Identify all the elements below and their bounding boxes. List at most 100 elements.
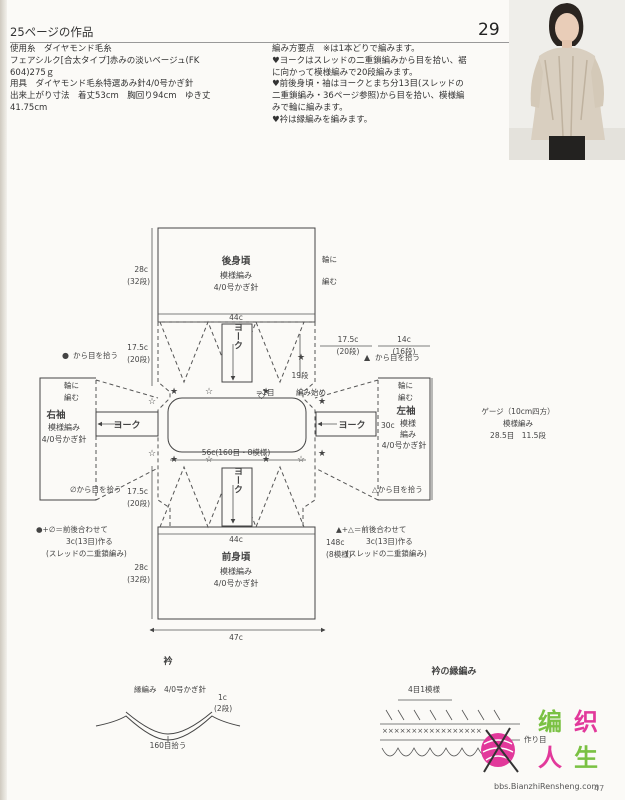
dim-yoke-front: 17.5c: [127, 487, 148, 496]
collar-curve-inner: [125, 711, 213, 735]
materials-line: 使用糸 ダイヤモンド毛糸: [10, 44, 112, 54]
materials-line: フェアシルク[合太タイプ]赤みの淡いベージュ(FK: [10, 55, 200, 66]
instruction-line: 編み方要点 ※は1本どりで編みます。: [272, 44, 420, 54]
join-note-left-3: (スレッドの二重鎖編み): [46, 548, 127, 558]
edging-repeat: 4目1模様: [408, 684, 441, 694]
round-knit-label-back: 輪に: [322, 254, 337, 264]
dim-yoke-front-rows: (20段): [127, 498, 150, 508]
yarn-ball-icon: [481, 727, 519, 773]
dim-neckline: 56c(160目・8模様): [202, 447, 271, 457]
yoke-label-back: ヨーク: [232, 323, 243, 350]
svg-text:☆: ☆: [297, 455, 305, 465]
round-knit-label-right-2: 編む: [64, 392, 79, 402]
materials-line: 用具 ダイヤモンド毛糸特選あみ針4/0号かぎ針: [10, 79, 194, 90]
logo-char-4: 生: [574, 744, 598, 772]
pick-up-black-circle-symbol: ●: [62, 351, 69, 360]
svg-text:★: ★: [318, 449, 326, 459]
right-sleeve-panel: [39, 377, 96, 501]
dim-back-rows: (32段): [127, 276, 150, 286]
instruction-line: みで輪に編みます。: [272, 102, 348, 113]
front-body-pattern: 模様編み: [220, 566, 252, 576]
logo-char-2: 织: [574, 708, 598, 736]
gauge-pattern: 模様編み: [503, 418, 533, 428]
start-point-note: 編み始め: [296, 387, 326, 397]
instruction-line: ♥ヨークはスレッドの二重鎖編みから目を拾い、裾: [272, 55, 467, 66]
svg-text:×××××××××××××××××: ×××××××××××××××××: [382, 727, 482, 735]
back-body-hook: 4/0号かぎ針: [214, 282, 259, 292]
join-note-left: ●+∅＝前後合わせて: [36, 524, 108, 534]
pick-up-slash-circle-note: ∅から目を拾う: [70, 484, 122, 494]
gauge-values: 28.5目 11.5段: [490, 430, 546, 440]
svg-text:★: ★: [170, 455, 178, 465]
svg-text:★: ★: [318, 397, 326, 407]
join-note-right: ▲+△＝前後合わせて: [336, 524, 406, 534]
join-note-right-2: 3c(13目)作る: [366, 536, 413, 546]
left-sleeve-title: 左袖: [395, 405, 416, 417]
logo-char-3: 人: [538, 744, 562, 772]
yoke-label-box-back: [221, 323, 253, 383]
round-knit-label-right: 輪に: [64, 380, 79, 390]
left-sleeve-hook: 4/0号かぎ針: [382, 440, 427, 450]
dim-yoke-back: 17.5c: [127, 343, 148, 352]
round-knit-label-left-2: 編む: [398, 392, 413, 402]
yoke-symbols: ★ ☆ ★ ☆ ★ ☆ ★ ☆ ☆ ☆ ★ ★ ★ ◇: [148, 353, 326, 465]
yoke-label-left: ヨーク: [338, 420, 365, 431]
model-photo-illustration: [509, 0, 625, 160]
dim-sleeve-rows: (16段): [393, 346, 416, 356]
materials-block: 使用糸 ダイヤモンド毛糸 フェアシルク[合太タイプ]赤みの淡いベージュ(FK 6…: [10, 44, 211, 115]
instruction-line: ♥衿は縁編みを編みます。: [272, 114, 373, 125]
round-knit-label-back-2: 編む: [322, 276, 337, 286]
dim-circumference-repeats: (8模様): [326, 549, 352, 559]
svg-text:☆: ☆: [205, 387, 213, 397]
header-rule: [10, 42, 510, 43]
dim-front-width: 44c: [229, 535, 243, 544]
one-stitch-note: =1目: [256, 388, 275, 397]
dim-front-height: 28c: [134, 563, 148, 572]
back-body-title: 後身頃: [222, 255, 251, 267]
dim-sleeve-width: 30c: [381, 421, 395, 430]
neckline-opening: [167, 397, 307, 453]
back-body-pattern: 模様編み: [220, 270, 252, 280]
model-photo: [509, 0, 625, 160]
pick-up-black-triangle-note: から目を拾う: [375, 352, 420, 362]
dim-back-height: 28c: [134, 265, 148, 274]
left-sleeve-pattern: 模様: [400, 418, 416, 428]
svg-text:★: ★: [262, 387, 270, 397]
round-knit-label-left: 輪に: [398, 380, 413, 390]
yoke-label-box-front: [221, 467, 253, 527]
materials-line: 41.75cm: [10, 102, 48, 113]
page-gutter: [0, 0, 7, 800]
collar-height: 1c: [218, 693, 227, 702]
svg-text:◇: ◇: [258, 391, 265, 401]
collar-title: 衿: [163, 655, 172, 667]
svg-text:☆: ☆: [205, 455, 213, 465]
yoke-label-right: ヨーク: [113, 420, 140, 431]
pick-up-open-triangle-note: △から目を拾う: [372, 484, 423, 494]
svg-text:★: ★: [170, 387, 178, 397]
collar-pattern: 縁編み 4/0号かぎ針: [134, 684, 207, 694]
dim-front-rows: (32段): [127, 574, 150, 584]
collar-rows: (2段): [214, 703, 232, 713]
dim-yoke-rows: 19段: [291, 370, 309, 380]
site-logo: 编 织 人 生 bbs.BianzhiRensheng.com: [476, 700, 616, 800]
svg-text:☆: ☆: [148, 397, 156, 407]
svg-text:☆: ☆: [148, 449, 156, 459]
logo-url: bbs.BianzhiRensheng.com: [494, 782, 600, 791]
instruction-line: ♥前後身頃・袖はヨークとまち分13目(スレッドの: [272, 79, 464, 90]
project-number: 29: [478, 20, 500, 40]
front-body-hook: 4/0号かぎ針: [214, 578, 259, 588]
join-note-right-3: (スレッドの二重鎖編み): [346, 548, 427, 558]
front-body-panel: [157, 526, 316, 620]
front-body-title: 前身頃: [222, 551, 251, 563]
logo-char-1: 编: [538, 708, 562, 736]
join-note-left-2: 3c(13目)作る: [66, 536, 113, 546]
dimension-lines: [97, 228, 433, 633]
dim-yoke-sleeve: 17.5c: [338, 335, 359, 344]
left-sleeve-pattern-2: 編み: [400, 429, 416, 439]
dim-body-width: 47c: [229, 633, 243, 642]
dim-circumference: 148c: [326, 538, 344, 547]
svg-text:☆: ☆: [297, 387, 305, 397]
right-sleeve-pattern: 模様編み: [48, 422, 80, 432]
materials-line: 出来上がり寸法 着丈53cm 胸回り94cm ゆき丈: [10, 91, 211, 102]
